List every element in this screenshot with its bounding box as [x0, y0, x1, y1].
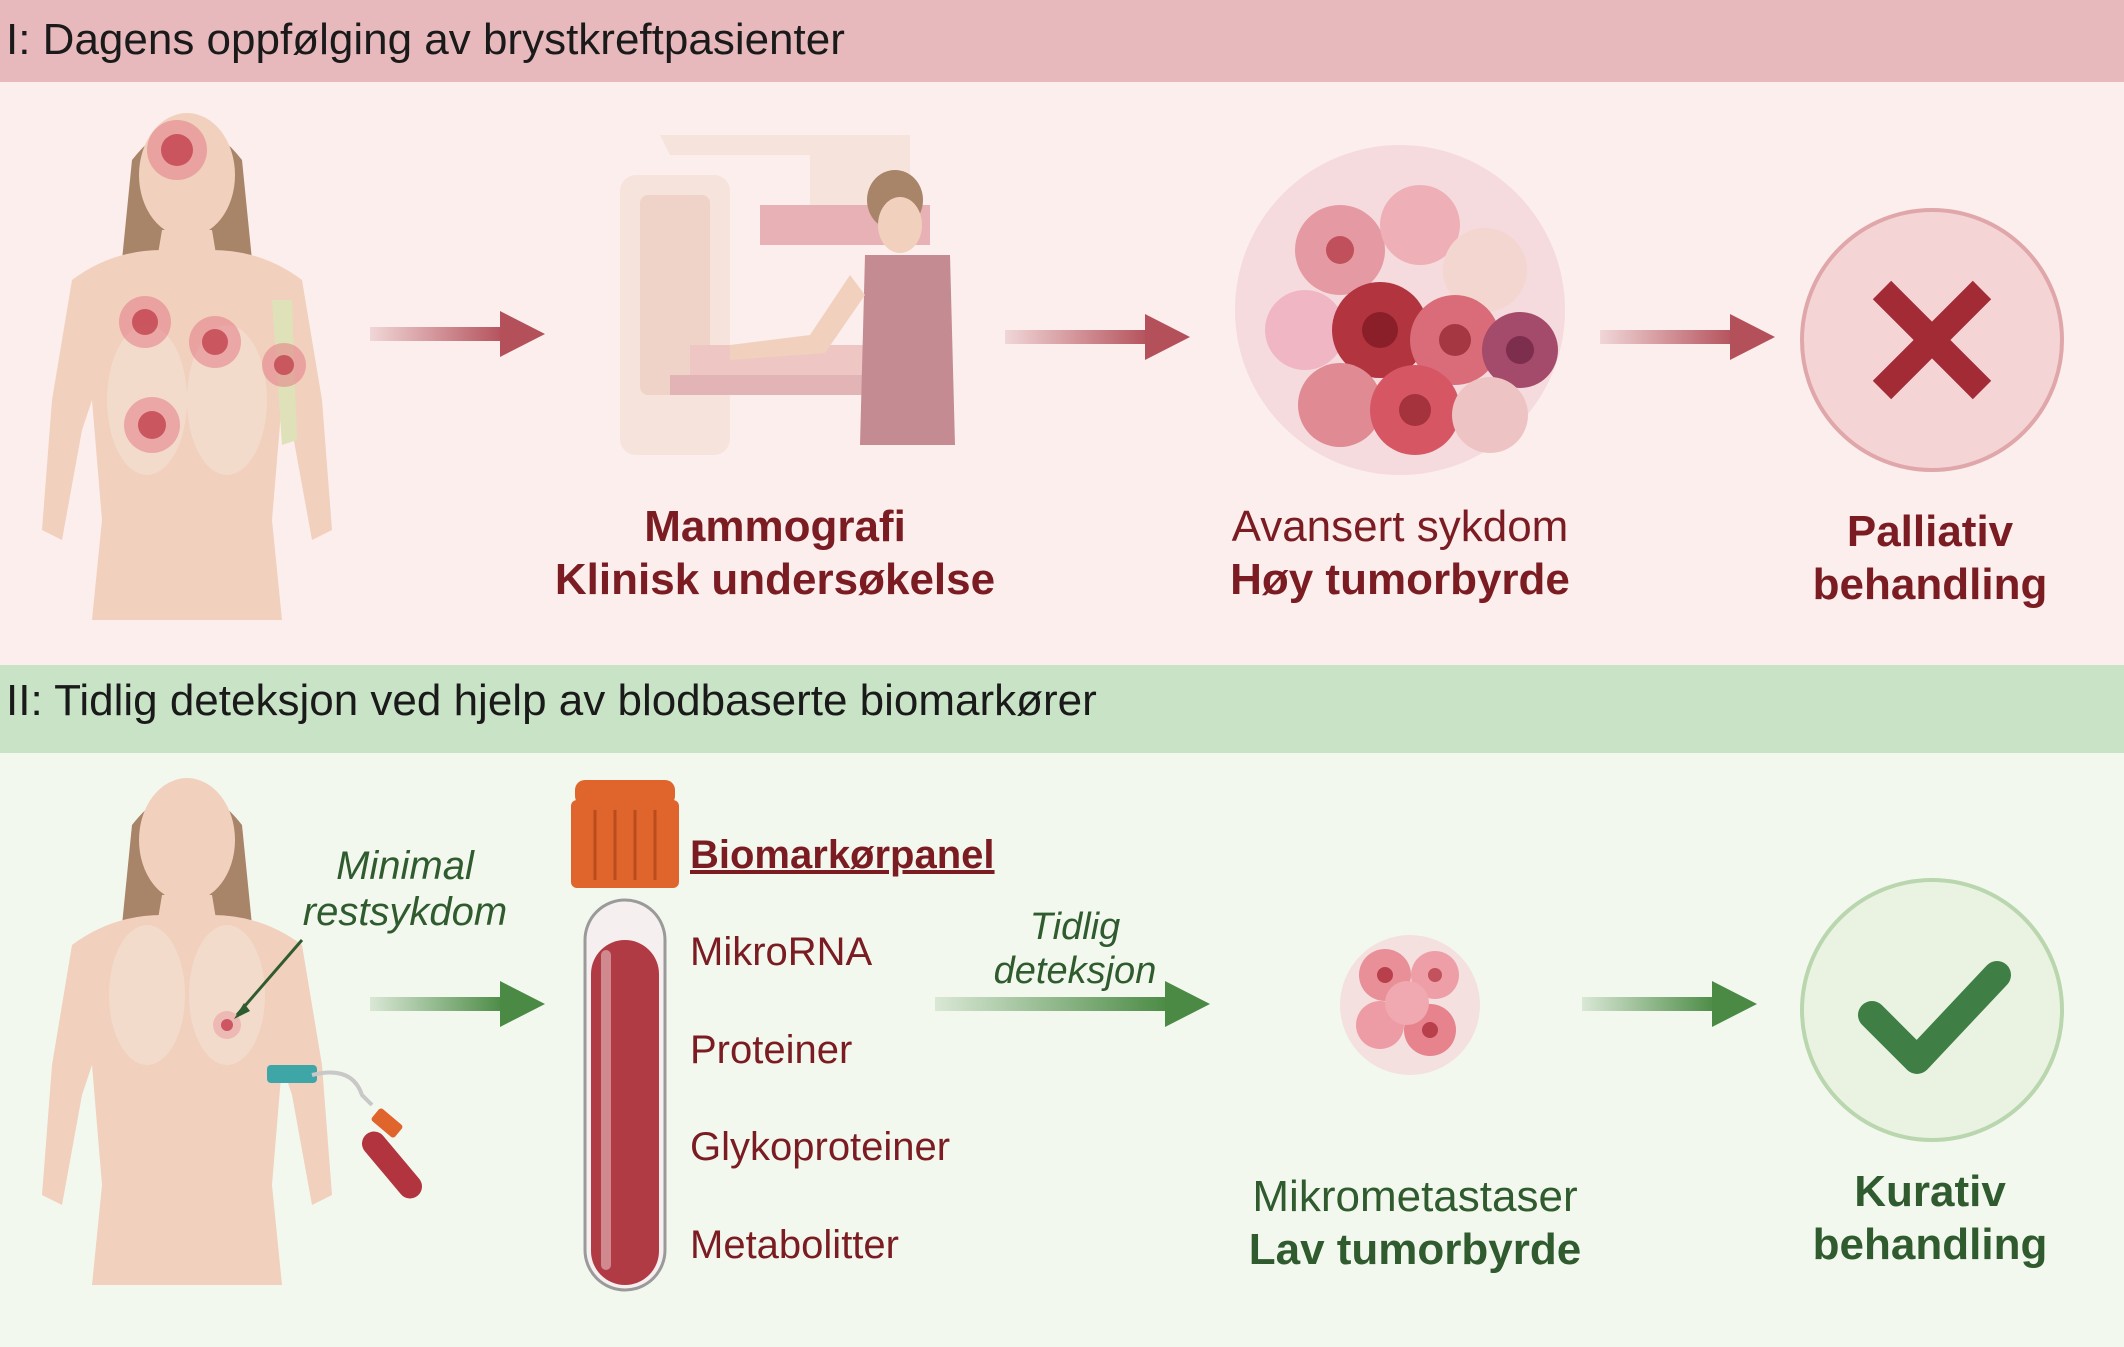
blood-tube-illustration [571, 780, 679, 1292]
arrow-green-1 [370, 981, 545, 1027]
minimal-residual-disease-line1: Minimal [336, 844, 474, 888]
arrow-red-1 [370, 311, 545, 357]
biomarker-item-metabolites: Metabolitter [690, 1223, 899, 1267]
cross-icon [1800, 208, 2064, 472]
mammography-label-line1: Mammografi [644, 502, 906, 551]
patient-metastases-illustration [42, 113, 332, 620]
high-tumor-burden-label: Høy tumorbyrde [1230, 555, 1570, 604]
early-detection-line1: Tidlig [1029, 906, 1121, 948]
biomarker-item-glycoproteins: Glykoproteiner [690, 1125, 951, 1169]
tumor-cluster-small [1340, 935, 1480, 1075]
advanced-disease-label: Avansert sykdom [1231, 502, 1569, 551]
arrow-green-3 [1582, 981, 1757, 1027]
biomarker-item-microrna: MikroRNA [690, 930, 873, 974]
tumor-cluster-large [1235, 145, 1565, 475]
arrow-red-3 [1600, 314, 1775, 360]
section2-title: II: Tidlig deteksjon ved hjelp av blodba… [0, 665, 2124, 753]
early-detection-line2: deteksjon [993, 950, 1157, 992]
curative-label-line1: Kurativ [1854, 1167, 2006, 1216]
arrow-green-2 [935, 981, 1210, 1027]
section1-title: I: Dagens oppfølging av brystkreftpasien… [0, 0, 2124, 82]
palliative-label-line1: Palliativ [1846, 507, 2014, 556]
low-tumor-burden-label: Lav tumorbyrde [1248, 1225, 1582, 1274]
arrow-red-2 [1005, 314, 1190, 360]
checkmark-icon [1800, 878, 2064, 1142]
minimal-residual-disease-line2: restsykdom [302, 890, 508, 934]
biomarker-item-proteins: Proteiner [690, 1028, 853, 1072]
patient-blood-draw-illustration [42, 778, 422, 1285]
biomarker-panel-title: Biomarkørpanel [690, 833, 995, 877]
mammography-label-line2: Klinisk undersøkelse [554, 555, 996, 604]
micrometastases-label: Mikrometastaser [1252, 1172, 1578, 1221]
palliative-label-line2: behandling [1812, 560, 2048, 609]
curative-label-line2: behandling [1812, 1220, 2048, 1269]
mammography-illustration [620, 135, 955, 455]
